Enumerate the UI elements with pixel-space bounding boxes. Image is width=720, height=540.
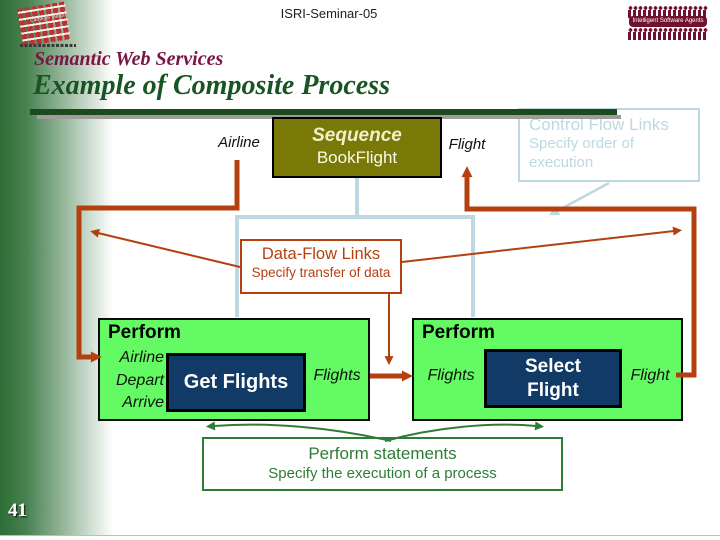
perform-callout-title: Perform statements [308,444,457,463]
output-label-flights: Flights [313,367,361,384]
perform-selectflight-box: Perform Flights Select Flight Flight [412,318,683,421]
control-flow-callout-title: Control Flow Links [529,115,669,134]
sequence-box-title: Sequence [312,125,402,146]
perform-getflights-box: Perform Airline Depart Arrive Get Flight… [98,318,370,421]
input-label-airline: Airline [119,349,164,366]
flight-parameter-label: Flight [448,136,486,153]
airline-parameter-label: Airline [218,134,260,151]
page-number: 41 [8,500,27,521]
isa-logo-text: Intelligent Software Agents [629,16,707,27]
people-pattern-icon [628,28,708,40]
data-flow-callout-title: Data-Flow Links [261,245,381,263]
control-flow-callout-line2: execution [529,154,594,171]
control-flow-callout-line1: Specify order of [529,135,635,152]
perform-statements-callout: Perform statements Specify the execution… [202,437,563,491]
sequence-box-name: BookFlight [316,148,398,167]
header-title: ISRI-Seminar-05 [280,6,378,21]
data-flow-callout-left-arrow [90,228,241,268]
intelligent-software-agents-logo: Intelligent Software Agents [628,6,708,40]
input-label-arrive: Arrive [122,394,164,411]
data-flow-callout-right-arrow [401,226,683,263]
select-flight-line1: Select [525,356,581,377]
people-pattern-icon [628,6,708,18]
data-flow-links-callout: Data-Flow Links Specify transfer of data [240,239,402,294]
control-flow-links-callout: Control Flow Links Specify order of exec… [518,108,700,182]
control-flow-callout-pointer-arrow [549,181,610,216]
input-label-depart: Depart [115,371,164,389]
get-flights-process-box: Get Flights [166,353,306,412]
select-flight-line2: Flight [527,380,579,401]
slide-subtitle: Semantic Web Services [34,48,224,70]
perform-left-title: Perform [108,322,181,343]
perform-left-inputs: Airline Depart Arrive [104,347,164,415]
title-rule [30,109,617,115]
carnegie-mellon-logo-subtext [20,44,76,47]
data-flow-callout-line1: Specify transfer of data [251,265,391,280]
slide-bottom-border [0,535,720,536]
output-label-flight: Flight [630,367,670,384]
select-flight-process-box: Select Flight [484,349,622,408]
perform-right-title: Perform [422,322,495,343]
sequence-bookflight-box: Sequence BookFlight [272,117,442,178]
input-label-flights: Flights [427,367,475,384]
perform-callout-line1: Specify the execution of a process [268,465,497,482]
page-title: Example of Composite Process [33,70,390,101]
